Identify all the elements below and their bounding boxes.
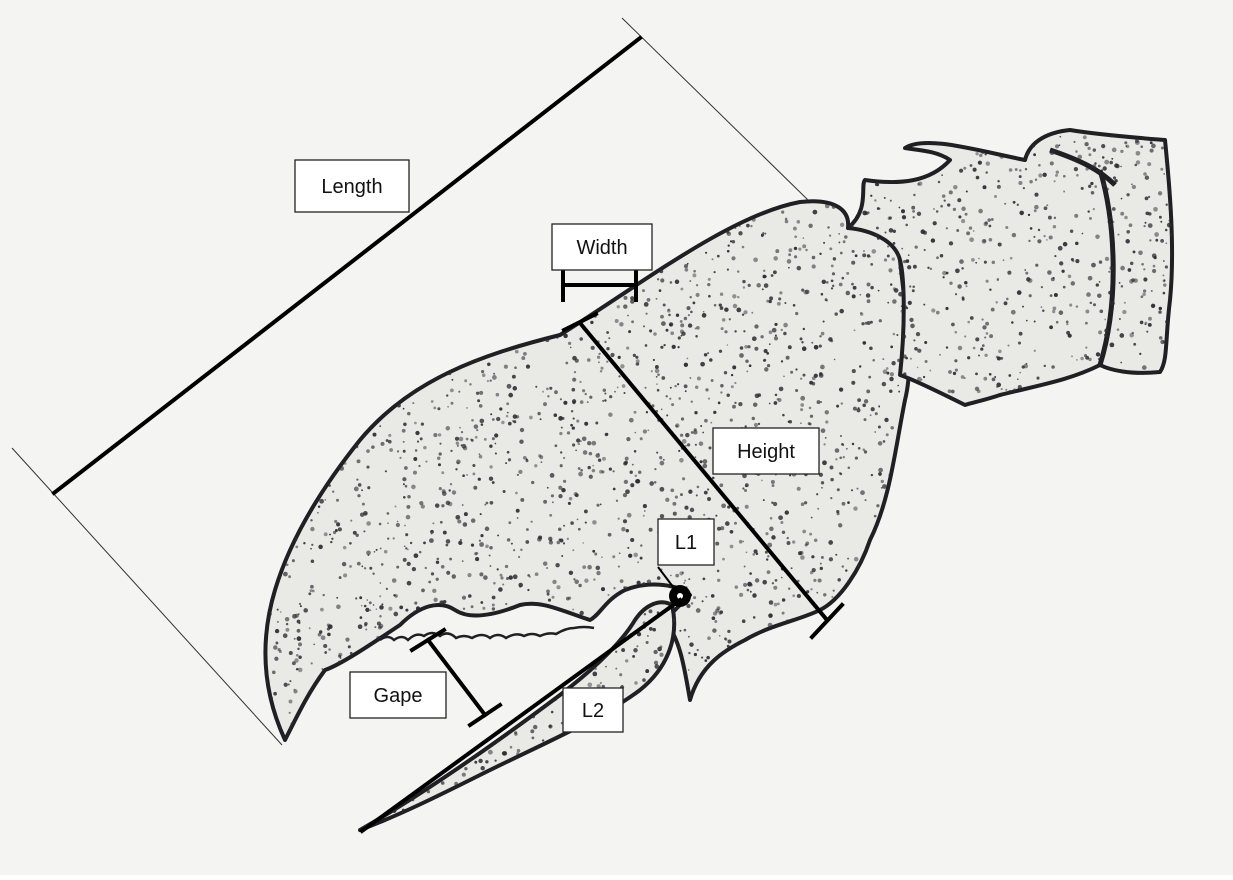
length-label: Length (295, 160, 409, 212)
width-label: Width (552, 224, 652, 270)
gape-label-text: Gape (374, 685, 423, 707)
length-label-text: Length (321, 176, 382, 198)
l1-label-text: L1 (675, 532, 697, 554)
height-label-text: Height (737, 441, 795, 463)
height-label: Height (713, 428, 819, 474)
l1-label: L1 (658, 519, 714, 565)
l2-label-text: L2 (582, 700, 604, 722)
l2-label: L2 (563, 688, 623, 732)
gape-label: Gape (350, 672, 446, 718)
width-label-text: Width (576, 237, 627, 259)
